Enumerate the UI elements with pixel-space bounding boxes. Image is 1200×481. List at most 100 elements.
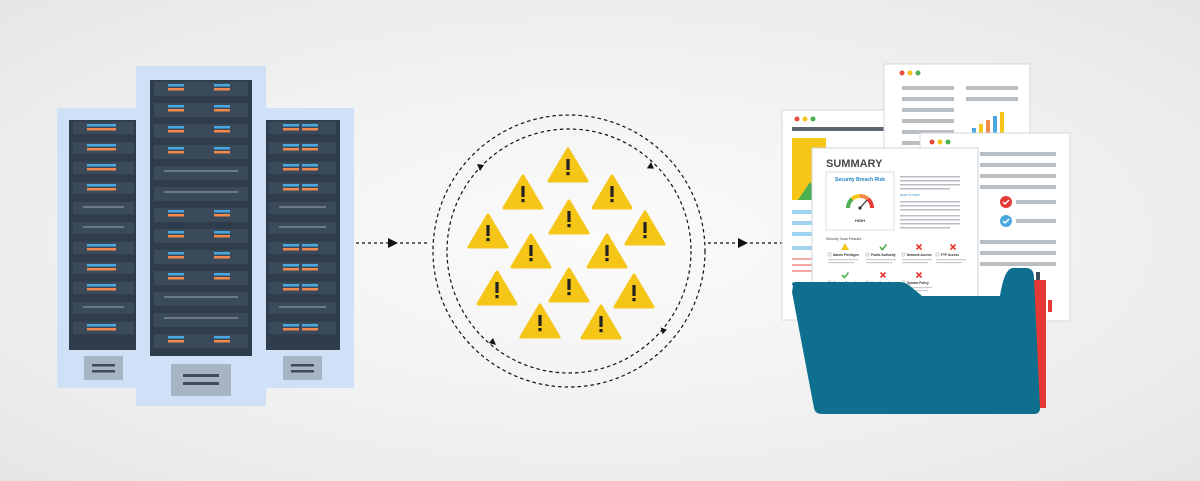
text-line [902,97,954,101]
server-light-orange [214,88,230,91]
server-racks [57,66,354,406]
server-light-blue [283,164,299,167]
server-light-orange [168,214,184,217]
server-light-orange [168,235,184,238]
server-light-orange [87,128,103,131]
text-line [980,174,1056,178]
server-light-orange [214,256,230,259]
server-light-blue [214,336,230,339]
server-light-orange [302,168,318,171]
server-light-orange [100,288,116,291]
server-light-blue [100,144,116,147]
warning-small-icon [841,243,849,250]
server-light-orange [214,235,230,238]
server-light-orange [283,148,299,151]
server-light-blue [283,244,299,247]
server-light-blue [214,273,230,276]
warning-triangle-icon [580,304,622,340]
server-light-orange [214,151,230,154]
text-line [980,185,1056,189]
server-light-orange [100,328,116,331]
server-slot [279,306,326,308]
server-light-blue [214,210,230,213]
warning-triangle-icon [519,303,561,339]
text-line [980,152,1056,156]
warning-triangle-icon [502,174,544,210]
summary-title: SUMMARY [826,158,883,170]
server-light-orange [87,148,103,151]
server-light-orange [100,168,116,171]
scan-result-label: Network Access [907,253,932,257]
server-light-blue [168,273,184,276]
text-line [900,176,960,178]
risk-gauge-icon [845,193,875,210]
scan-results-label: Security Scan Results [826,237,861,241]
text-line [1016,219,1056,223]
check-icon [841,272,850,279]
server-light-orange [100,188,116,191]
text-line [902,86,954,90]
server-light-orange [100,268,116,271]
warning-triangle-icon [624,210,666,246]
server-light-orange [87,288,103,291]
risk-level: HIGH [855,218,865,223]
server-light-blue [283,324,299,327]
server-light-blue [214,147,230,150]
scan-result-item: Admin Privileges [827,243,859,264]
server-light-orange [283,168,299,171]
server-light-blue [302,124,318,127]
server-light-orange [214,277,230,280]
text-line [900,184,960,186]
server-light-blue [87,164,103,167]
note-label: WHAT IS CCPA? [900,193,920,197]
server-unit [154,292,248,306]
server-light-blue [214,105,230,108]
server-light-blue [100,324,116,327]
server-light-blue [214,126,230,129]
server-light-blue [100,244,116,247]
server-light-blue [168,105,184,108]
scan-result-label: Public Authority [871,253,896,257]
folder-icon [792,268,1040,414]
server-rack-center-icon [136,66,266,406]
server-slot [83,226,124,228]
cross-icon [949,243,957,251]
server-light-blue [283,184,299,187]
flow-arrow-right [708,238,782,248]
text-line [980,240,1056,244]
summary-document: SUMMARY Security Breach Risk HIGH WHAT I… [811,147,979,299]
server-light-blue [214,84,230,87]
flow-arrow-left [356,238,430,248]
server-light-orange [302,148,318,151]
server-light-blue [87,184,103,187]
text-line [966,97,1018,101]
risk-title: Security Breach Risk [835,177,885,183]
warning-triangle-icon [586,233,628,269]
server-light-blue [302,184,318,187]
text-line [900,188,950,190]
cross-icon [915,271,923,279]
server-rack-left-icon [57,108,150,388]
server-light-blue [168,84,184,87]
server-light-blue [302,144,318,147]
server-light-orange [302,188,318,191]
scan-result-item: Public Authority [865,244,896,264]
server-unit [154,313,248,327]
text-line [902,108,954,112]
server-light-orange [283,328,299,331]
scan-result-label: System Policy [907,281,929,285]
text-line [900,223,960,225]
server-slot [164,296,238,298]
server-light-blue [100,164,116,167]
text-line [966,86,1018,90]
server-light-orange [168,340,184,343]
text-line [902,130,954,134]
server-light-orange [168,109,184,112]
server-light-blue [283,284,299,287]
server-rack-right-icon [254,108,354,388]
check-icon [879,244,888,251]
server-light-blue [87,124,103,127]
server-light-blue [168,252,184,255]
server-light-orange [168,256,184,259]
server-light-blue [302,284,318,287]
